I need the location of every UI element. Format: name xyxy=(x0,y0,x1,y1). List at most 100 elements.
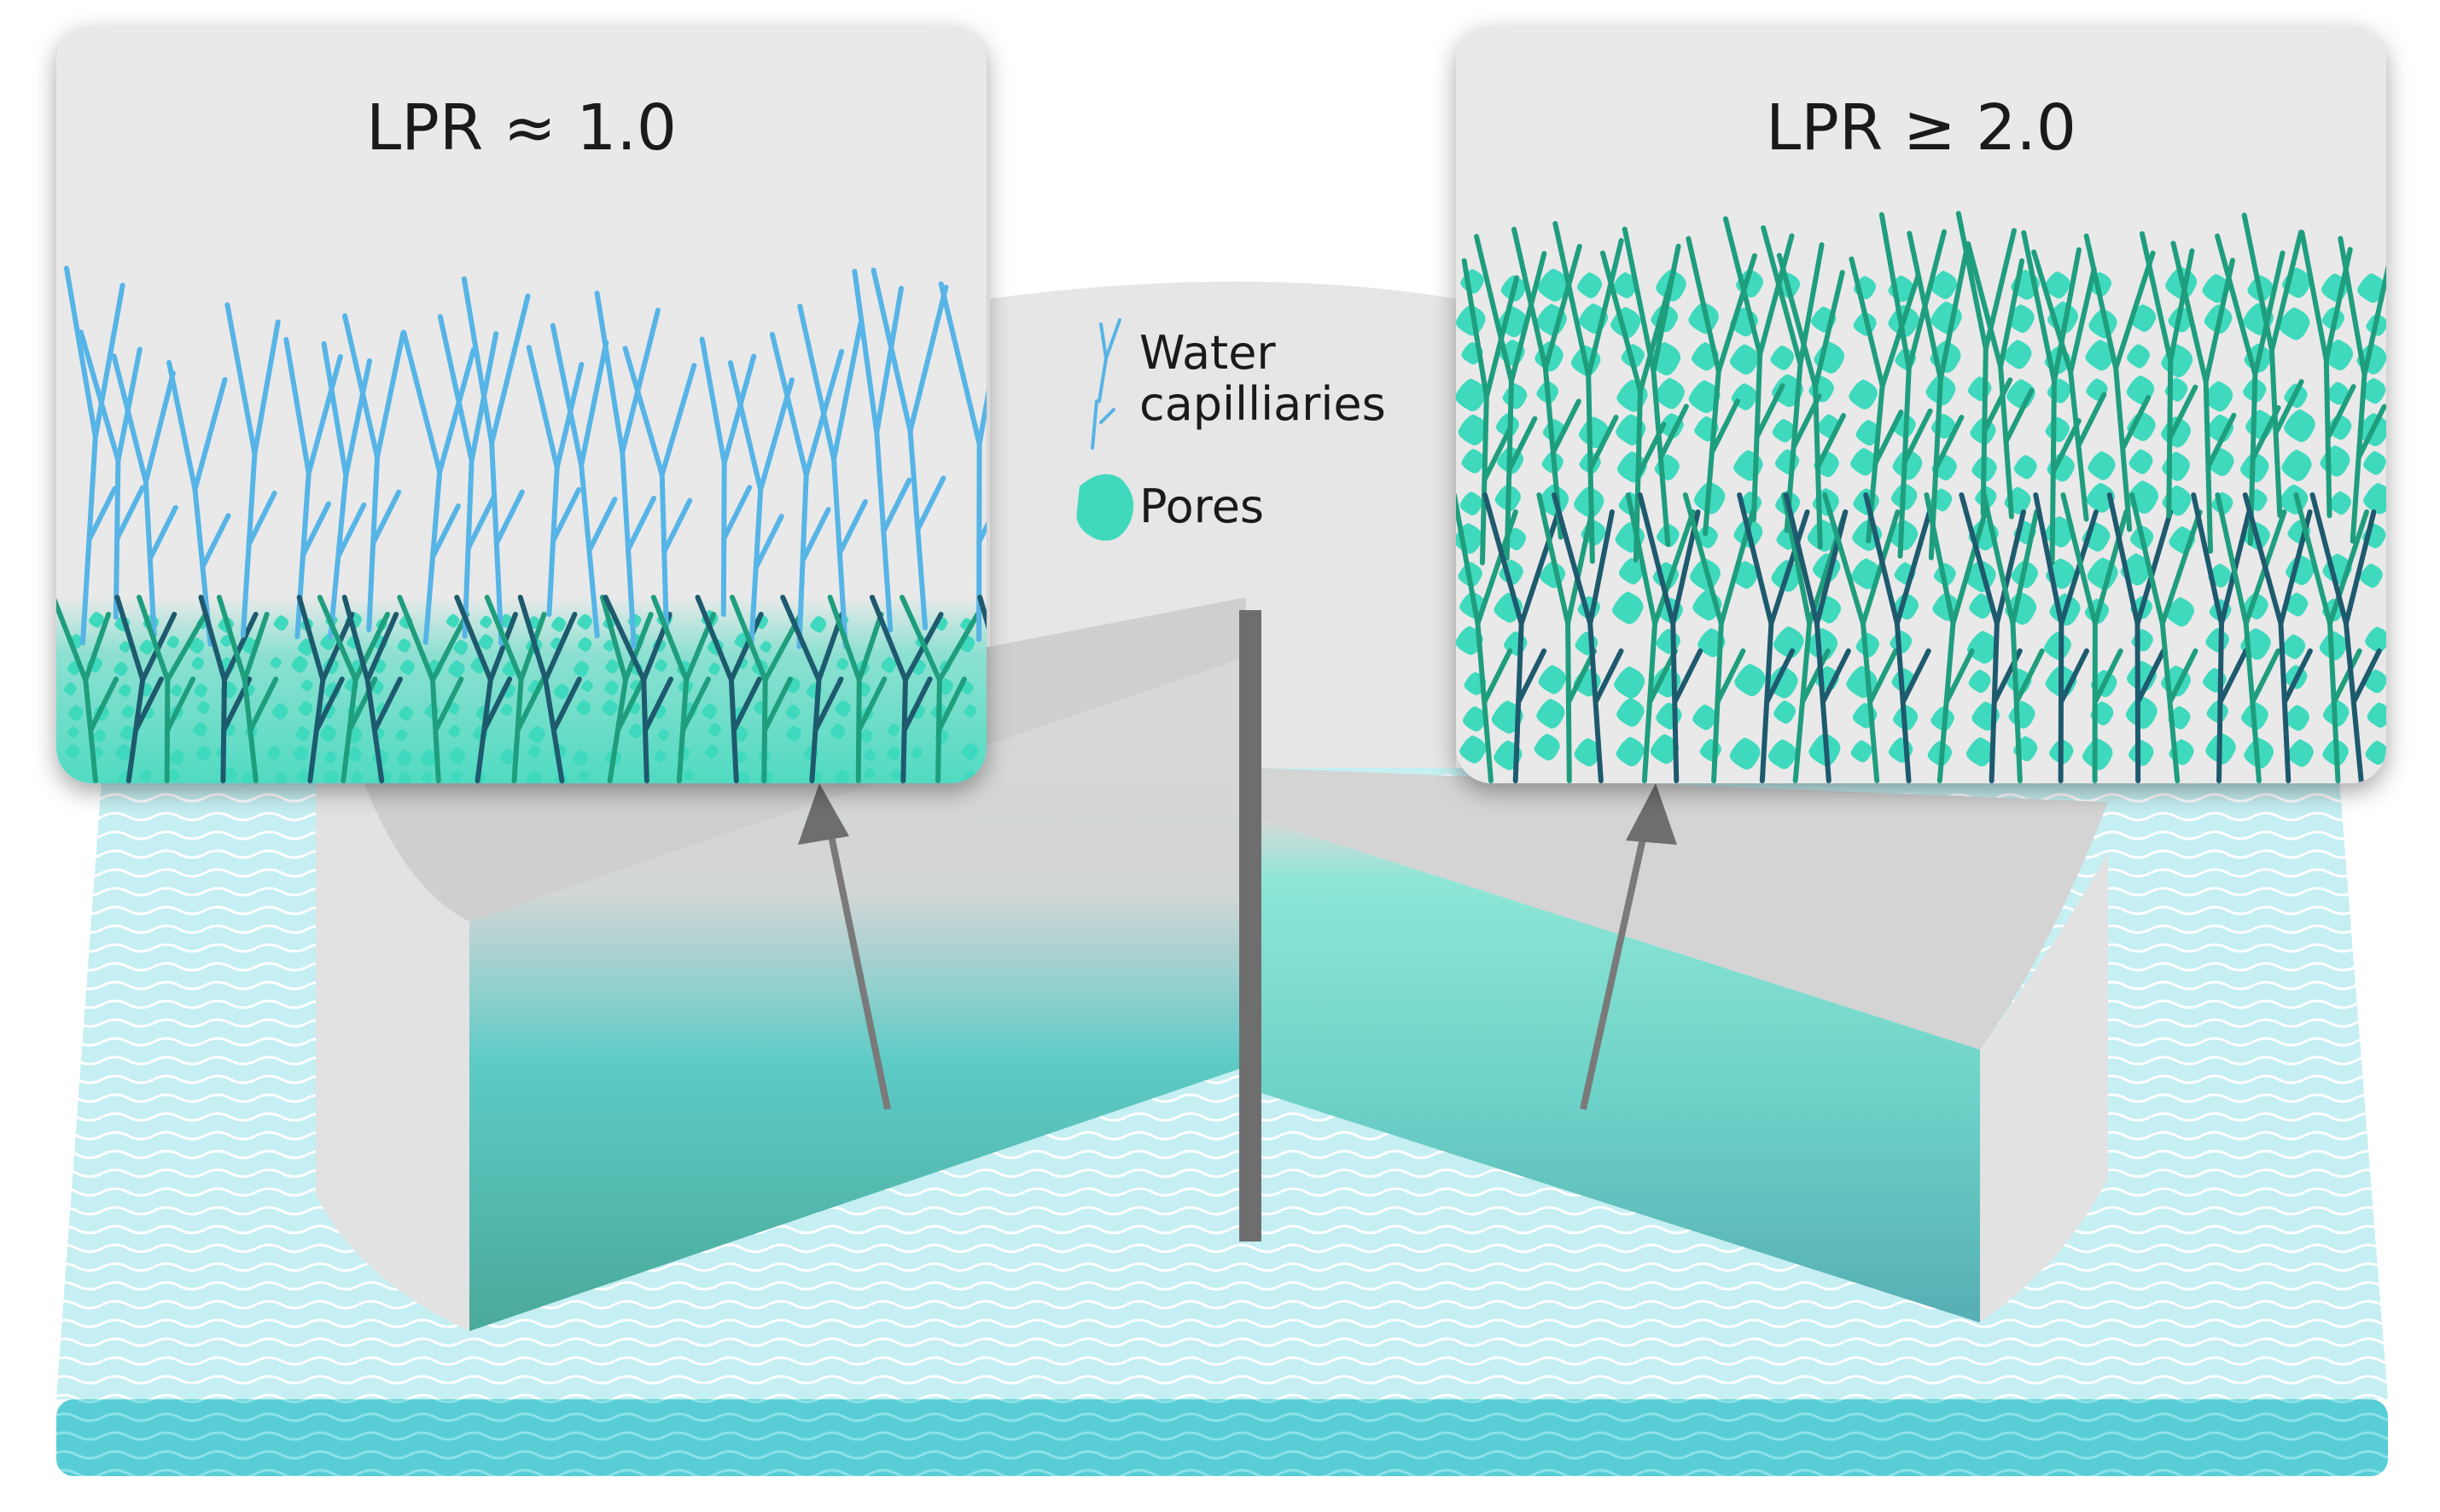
pore-left xyxy=(605,659,620,674)
capillary-left-lower xyxy=(729,595,804,783)
capillary-left-lower xyxy=(216,595,279,783)
pore-left xyxy=(480,615,492,629)
pore-right xyxy=(2361,377,2386,404)
pore-left xyxy=(448,660,465,678)
capillary-right-upper xyxy=(1965,241,2035,520)
capillary-left-upper xyxy=(852,269,912,633)
capillary-right-lower xyxy=(1863,492,1932,783)
pore-right xyxy=(2204,381,2233,412)
pore-left xyxy=(323,751,336,765)
pore-left xyxy=(139,769,152,782)
capillary-right-upper xyxy=(2139,231,2198,519)
pore-right xyxy=(1734,663,1766,696)
capillary-right-upper xyxy=(2083,233,2156,532)
pore-left xyxy=(448,724,461,738)
legend-pores: Pores xyxy=(1139,480,1264,533)
pore-right xyxy=(2363,482,2386,515)
pore-left xyxy=(351,771,364,783)
capillary-legend-icon xyxy=(1091,318,1121,450)
pore-right xyxy=(2125,695,2158,730)
pore-left xyxy=(223,767,237,782)
capillary-right-upper xyxy=(1722,216,1795,522)
pore-right xyxy=(1767,739,1797,770)
pore-left xyxy=(273,614,288,631)
capillary-left-lower xyxy=(341,595,403,783)
capillary-left-lower xyxy=(517,595,582,783)
pore-right xyxy=(2278,307,2310,340)
capillary-left-upper xyxy=(401,329,476,645)
pore-right xyxy=(1773,625,1804,659)
capillary-left-upper xyxy=(437,314,499,639)
pore-right xyxy=(1688,301,1719,334)
capillary-left-lower xyxy=(137,595,208,783)
pore-right xyxy=(1579,416,1610,449)
pore-left xyxy=(528,725,545,743)
pore-right xyxy=(1855,632,1879,658)
capillary-left-lower xyxy=(296,595,355,783)
pore-left xyxy=(527,744,541,759)
pore-left xyxy=(115,743,131,761)
capillary-right-upper xyxy=(1849,256,1921,544)
pore-right xyxy=(1456,378,1487,411)
pore-left xyxy=(296,769,309,782)
pore-left xyxy=(705,744,719,759)
pore-left xyxy=(735,751,747,764)
pore-left xyxy=(578,637,592,652)
pore-right xyxy=(2281,449,2312,481)
pore-right xyxy=(2166,596,2194,627)
capillary-left-lower xyxy=(650,595,717,783)
pore-right xyxy=(2367,702,2386,728)
pore-left xyxy=(119,725,135,741)
capillary-left-lower xyxy=(317,595,391,783)
capillary-left-lower xyxy=(600,595,654,783)
capillary-right-upper xyxy=(1474,234,1547,561)
pore-right xyxy=(2285,592,2309,617)
capillary-right-lower xyxy=(1482,492,1562,783)
pore-left xyxy=(114,661,128,677)
pore-left xyxy=(478,634,493,650)
pore-right xyxy=(2364,669,2386,694)
pore-right xyxy=(1458,414,1488,445)
pore-left xyxy=(241,771,257,783)
pore-left xyxy=(346,746,362,762)
pore-right xyxy=(1618,557,1645,584)
pore-left xyxy=(708,723,721,737)
capillary-right-upper xyxy=(2215,233,2286,546)
pore-left xyxy=(887,724,900,736)
pore-left xyxy=(68,705,84,721)
pore-left xyxy=(881,656,897,673)
pore-right xyxy=(1773,700,1797,724)
pore-left xyxy=(192,722,207,737)
pore-left xyxy=(293,745,309,761)
pore-left xyxy=(500,703,513,717)
pore-left xyxy=(834,769,850,783)
capillary-right-upper xyxy=(1511,226,1582,540)
pore-left xyxy=(603,639,615,652)
pore-left xyxy=(298,701,313,717)
pore-right xyxy=(1770,345,1795,370)
pore-left xyxy=(267,746,281,760)
pore-left xyxy=(526,771,542,783)
pore-left xyxy=(323,770,339,783)
capillary-right-upper xyxy=(1761,224,1825,533)
capillary-right-upper xyxy=(2170,241,2237,554)
capillary-right-upper xyxy=(1955,211,2017,517)
pore-right xyxy=(1729,737,1761,770)
pore-left xyxy=(657,729,669,741)
pore-right xyxy=(1892,448,1923,480)
capillary-left-lower xyxy=(454,595,518,783)
pore-right xyxy=(1807,519,1838,552)
pore-right xyxy=(1536,698,1565,729)
capillary-left-lower xyxy=(114,595,178,783)
pore-left xyxy=(760,640,772,653)
pore-left xyxy=(191,656,205,671)
arrow-left xyxy=(798,783,891,1110)
capillary-left-upper xyxy=(283,336,343,640)
pore-right xyxy=(1855,419,1881,446)
pore-right xyxy=(2127,344,2150,369)
capillary-left-upper xyxy=(594,290,661,649)
capillary-left-lower xyxy=(869,595,944,783)
soil-slab-right xyxy=(1259,768,2108,1323)
capillary-right-lower xyxy=(1536,492,1597,783)
